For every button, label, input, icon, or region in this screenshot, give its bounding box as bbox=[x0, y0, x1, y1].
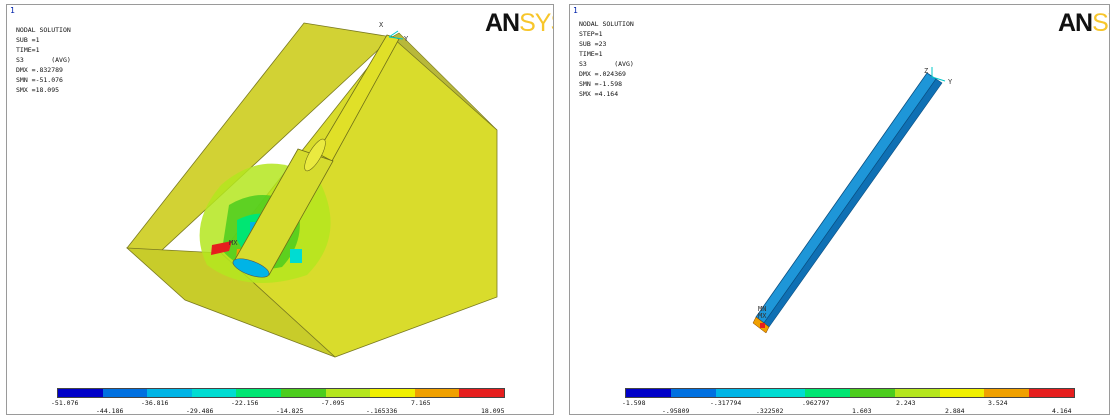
info-line: STEP=1 bbox=[579, 30, 603, 38]
legend-swatch bbox=[760, 389, 806, 397]
legend-swatch bbox=[849, 389, 895, 397]
node-marker: MX bbox=[758, 312, 767, 320]
ansys-logo: ANSYS bbox=[1058, 9, 1109, 37]
legend-swatch bbox=[236, 389, 281, 397]
legend-swatch bbox=[147, 389, 192, 397]
legend-label: -.317794 bbox=[710, 399, 742, 407]
result-info-block: NODAL SOLUTION STEP=1 SUB =23 TIME=1 S3 … bbox=[579, 19, 634, 99]
legend-swatch bbox=[626, 389, 671, 397]
contour-legend-bar bbox=[625, 388, 1075, 398]
fe-model-view[interactable]: Z Y MN MX bbox=[570, 5, 1110, 385]
beam-end-red bbox=[760, 323, 765, 328]
stress-hotspot-red bbox=[211, 241, 232, 255]
node-marker: MN bbox=[758, 305, 766, 313]
info-line: SMX =4.164 bbox=[579, 90, 619, 98]
legend-label: 2.243 bbox=[896, 399, 916, 407]
legend-swatch bbox=[191, 389, 237, 397]
legend-label: -29.486 bbox=[186, 407, 214, 415]
window-number: 1 bbox=[10, 6, 15, 15]
legend-swatch bbox=[715, 389, 761, 397]
shaft-shoulder bbox=[304, 138, 326, 172]
legend-swatch bbox=[414, 389, 460, 397]
info-line: S3 (AVG) bbox=[579, 60, 634, 68]
info-line: SUB =23 bbox=[579, 40, 607, 48]
block-right-edge bbox=[391, 32, 498, 131]
legend-swatch bbox=[670, 389, 716, 397]
legend-swatch bbox=[984, 389, 1030, 397]
block-left-face bbox=[125, 247, 336, 358]
legend-label: -36.816 bbox=[141, 399, 169, 407]
contour-legend-bar bbox=[57, 388, 505, 398]
coordinate-triad: X Y bbox=[379, 21, 409, 43]
shaft-end bbox=[232, 258, 270, 278]
legend-label: .322502 bbox=[756, 407, 784, 415]
window-number: 1 bbox=[573, 6, 578, 15]
info-line: NODAL SOLUTION bbox=[579, 20, 634, 28]
legend-label: -.95809 bbox=[662, 407, 690, 415]
fe-model-view[interactable]: X Y MX bbox=[7, 5, 554, 385]
legend-label: 4.164 bbox=[1052, 407, 1072, 415]
legend-label: 18.095 bbox=[481, 407, 505, 415]
beam-body bbox=[755, 72, 937, 324]
legend-swatch bbox=[1029, 389, 1074, 397]
result-info-block: NODAL SOLUTION SUB =1 TIME=1 S3 (AVG) DM… bbox=[16, 25, 71, 95]
coordinate-triad: Z Y bbox=[924, 67, 953, 86]
legend-swatch bbox=[459, 389, 504, 397]
node-marker: MX bbox=[229, 239, 238, 247]
legend-swatch bbox=[102, 389, 148, 397]
contour-plot-window-1[interactable]: 1 NODAL SOLUTION SUB =1 TIME=1 S3 (AVG) … bbox=[6, 4, 554, 415]
triad-axis-label: X bbox=[379, 21, 384, 29]
triad-axis-label: Y bbox=[948, 78, 953, 86]
legend-label: 2.884 bbox=[945, 407, 965, 415]
info-line: DMX =.832789 bbox=[16, 66, 63, 74]
info-line: SMX =18.095 bbox=[16, 86, 60, 94]
legend-label: -51.076 bbox=[51, 399, 79, 407]
legend-label: -44.186 bbox=[96, 407, 124, 415]
legend-swatch bbox=[58, 389, 103, 397]
legend-label: -7.095 bbox=[321, 399, 345, 407]
info-line: TIME=1 bbox=[579, 50, 603, 58]
stress-hotspot-cyan bbox=[290, 249, 302, 263]
legend-swatch bbox=[370, 389, 415, 397]
info-line: DMX =.024369 bbox=[579, 70, 626, 78]
info-line: SMN =-51.076 bbox=[16, 76, 63, 84]
legend-label: -22.156 bbox=[231, 399, 259, 407]
legend-label: -1.598 bbox=[622, 399, 646, 407]
beam-edge bbox=[763, 78, 943, 328]
info-line: TIME=1 bbox=[16, 46, 40, 54]
triad-axis-label: Z bbox=[924, 67, 928, 75]
legend-label: -.165336 bbox=[366, 407, 398, 415]
legend-swatch bbox=[280, 389, 326, 397]
contour-plot-window-2[interactable]: 1 NODAL SOLUTION STEP=1 SUB =23 TIME=1 S… bbox=[569, 4, 1110, 415]
legend-swatch bbox=[325, 389, 371, 397]
shaft-thin bbox=[316, 34, 400, 162]
info-line: SMN =-1.598 bbox=[579, 80, 623, 88]
triad-axis-label: Y bbox=[404, 35, 409, 43]
info-line: SUB =1 bbox=[16, 36, 40, 44]
legend-label: 1.603 bbox=[852, 407, 872, 415]
info-line: NODAL SOLUTION bbox=[16, 26, 71, 34]
legend-label: 3.524 bbox=[988, 399, 1008, 407]
info-line: S3 (AVG) bbox=[16, 56, 71, 64]
legend-swatch bbox=[939, 389, 985, 397]
legend-swatch bbox=[894, 389, 940, 397]
legend-label: -14.825 bbox=[276, 407, 304, 415]
legend-swatch bbox=[805, 389, 850, 397]
ansys-logo: ANSYS bbox=[485, 9, 553, 37]
legend-label: 7.165 bbox=[411, 399, 431, 407]
legend-label: .962797 bbox=[802, 399, 830, 407]
